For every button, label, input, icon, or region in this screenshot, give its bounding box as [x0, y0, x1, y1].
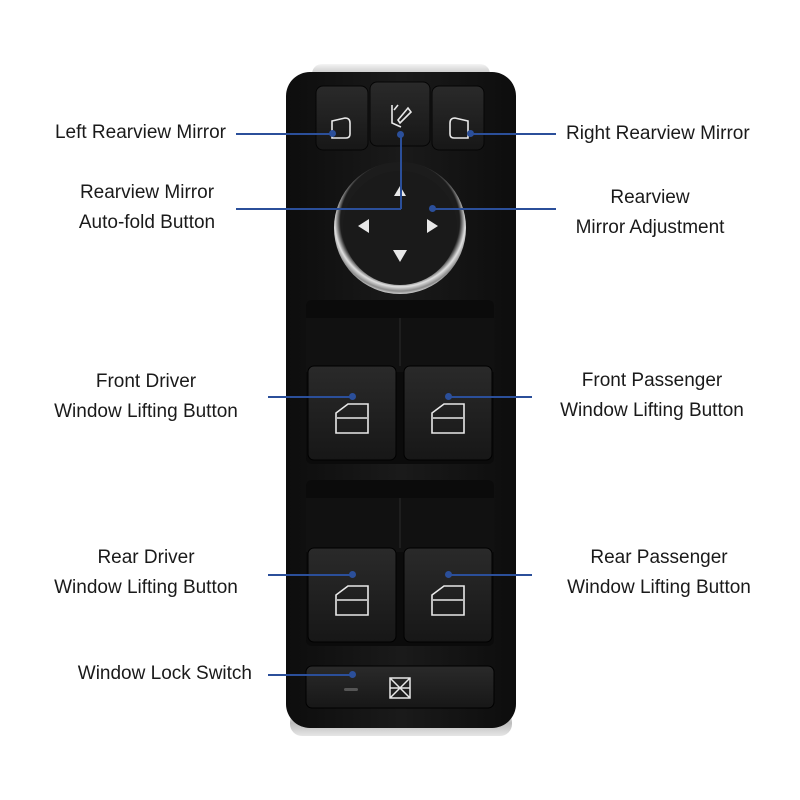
- label-text: Window Lock Switch: [77, 663, 252, 684]
- leader-front-driver: [268, 396, 352, 398]
- leader-left-mirror: [236, 133, 332, 135]
- label-left-rearview-mirror: Left Rearview Mirror: [55, 118, 226, 148]
- label-line-1: Rear Driver: [97, 547, 195, 568]
- label-text: Right Rearview Mirror: [566, 123, 750, 144]
- label-mirror-autofold: Rearview Mirror Auto-fold Button: [56, 178, 238, 238]
- leader-right-mirror: [470, 133, 556, 135]
- label-mirror-adjustment: Rearview Mirror Adjustment: [566, 183, 734, 243]
- window-icon: [335, 585, 369, 616]
- label-line-1: Front Passenger: [581, 370, 723, 391]
- mirror-autofold-button[interactable]: [369, 81, 431, 147]
- label-line-1: Rear Passenger: [590, 547, 728, 568]
- mirror-fold-icon: [391, 104, 413, 128]
- window-icon: [431, 585, 465, 616]
- label-line-1: Front Driver: [95, 371, 197, 392]
- leader-dot-front-driver: [349, 393, 356, 400]
- right-mirror-icon: [449, 117, 469, 139]
- label-line-2: Mirror Adjustment: [575, 217, 725, 238]
- left-mirror-button[interactable]: [315, 85, 369, 151]
- leader-dot-front-passenger: [445, 393, 452, 400]
- arrow-icons: [358, 186, 438, 262]
- label-line-1: Rearview Mirror: [79, 182, 215, 203]
- label-line-2: Auto-fold Button: [78, 212, 216, 233]
- label-line-2: Window Lifting Button: [560, 400, 744, 421]
- label-front-passenger: Front Passenger Window Lifting Button: [542, 366, 762, 426]
- leader-dot-autofold: [397, 131, 404, 138]
- label-text: Left Rearview Mirror: [54, 122, 226, 143]
- leader-dot-left-mirror: [329, 130, 336, 137]
- leader-window-lock: [268, 674, 352, 676]
- leader-dot-mirror-adjust: [429, 205, 436, 212]
- rear-passenger-window-button[interactable]: [403, 547, 493, 643]
- label-line-2: Window Lifting Button: [567, 577, 751, 598]
- leader-front-passenger: [448, 396, 532, 398]
- front-driver-window-button[interactable]: [307, 365, 397, 461]
- label-right-rearview-mirror: Right Rearview Mirror: [566, 119, 750, 149]
- label-front-driver: Front Driver Window Lifting Button: [36, 367, 256, 427]
- leader-rear-passenger: [448, 574, 532, 576]
- leader-dot-rear-passenger: [445, 571, 452, 578]
- leader-autofold: [236, 208, 401, 210]
- leader-dot-window-lock: [349, 671, 356, 678]
- leader-autofold-vertical: [400, 134, 402, 209]
- leader-dot-rear-driver: [349, 571, 356, 578]
- right-mirror-button[interactable]: [431, 85, 485, 151]
- window-lock-switch[interactable]: [305, 665, 495, 709]
- leader-rear-driver: [268, 574, 352, 576]
- window-icon: [431, 403, 465, 434]
- window-lock-icon: [389, 677, 411, 699]
- leader-dot-right-mirror: [467, 130, 474, 137]
- lock-indicator-led: [344, 688, 358, 691]
- mirror-adjustment-dial[interactable]: [334, 162, 466, 294]
- label-line-2: Window Lifting Button: [54, 401, 238, 422]
- rear-driver-window-button[interactable]: [307, 547, 397, 643]
- label-line-1: Rearview: [610, 187, 690, 208]
- label-window-lock-switch: Window Lock Switch: [78, 659, 252, 689]
- label-rear-driver: Rear Driver Window Lifting Button: [36, 543, 256, 603]
- leader-mirror-adjust: [432, 208, 556, 210]
- left-mirror-icon: [331, 117, 351, 139]
- window-icon: [335, 403, 369, 434]
- label-line-2: Window Lifting Button: [54, 577, 238, 598]
- label-rear-passenger: Rear Passenger Window Lifting Button: [542, 543, 776, 603]
- front-passenger-window-button[interactable]: [403, 365, 493, 461]
